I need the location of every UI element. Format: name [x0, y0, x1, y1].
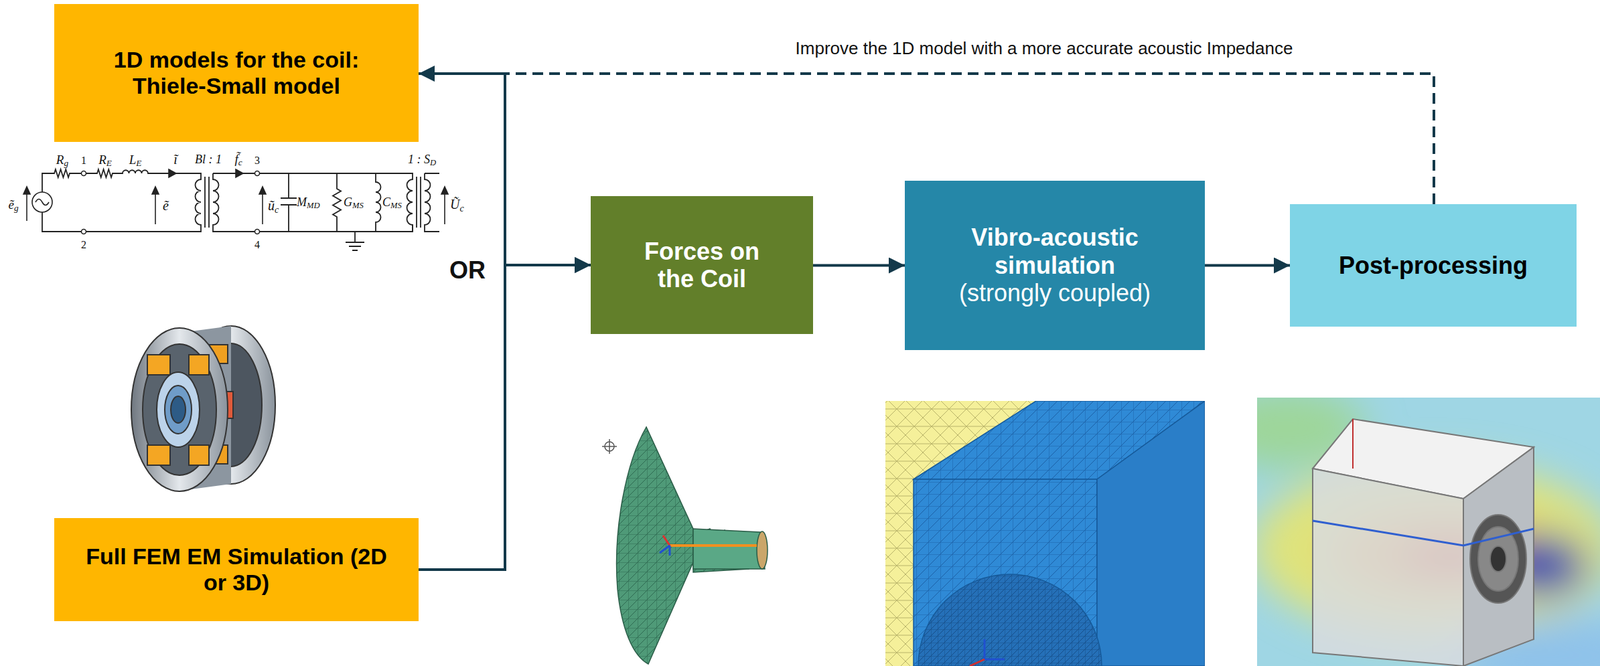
motor-illustration-part: [188, 354, 209, 376]
thiele-small-circuit: [42, 169, 440, 251]
acoustic-mesh-illustration-part: [1097, 401, 1205, 666]
circuit-arrows-part: [235, 169, 244, 178]
crosshair-symbol: [602, 439, 617, 455]
circuit-wire: [424, 173, 440, 232]
circuit-wire: [345, 231, 365, 251]
circuit-arrows-part: [81, 171, 87, 177]
circuit-label: Rg: [56, 153, 69, 168]
model-box: 1D models for the coil: Thiele-Small mod…: [54, 4, 419, 142]
flow-arrow: [1204, 264, 1290, 268]
circuit-arrows-part: [81, 229, 87, 235]
motor-illustration-part: [188, 445, 209, 466]
circuit-label: Bl : 1: [194, 153, 222, 167]
circuit-arrows-part: [23, 186, 31, 195]
circuit-label: LE: [129, 153, 142, 168]
box-subtitle: (strongly coupled): [959, 279, 1151, 307]
motor-illustration-part: [156, 372, 200, 448]
acoustic-field-result-part-part: [1490, 546, 1507, 572]
circuit-wire: [204, 176, 421, 228]
flow-arrow: [418, 73, 591, 266]
circuit-label: RE: [98, 153, 112, 168]
circuit-arrows-part: [32, 192, 53, 213]
circuit-label: Ũc: [450, 196, 465, 212]
circuit-arrows-part: [154, 190, 157, 225]
motor-illustration-part: [131, 328, 228, 492]
circuit-wire: [42, 169, 201, 232]
edge-label: Improve the 1D model with a more accurat…: [791, 37, 1298, 60]
circuit-label: 3: [254, 154, 260, 167]
box-title: Forces on the Coil: [624, 237, 779, 294]
circuit-label: ẽg: [8, 198, 19, 213]
circuit-arrows-part: [255, 229, 260, 235]
circuit-label: f̃c: [234, 152, 242, 167]
circuit-wire: [212, 173, 413, 232]
speaker-mesh-illustration-part: [693, 529, 765, 570]
box-title: Post-processing: [1338, 251, 1528, 280]
motor-illustration-part: [142, 344, 217, 476]
circuit-arrows-part: [444, 190, 446, 225]
or-label: OR: [449, 257, 486, 284]
speaker-mesh-illustration-part: [756, 531, 768, 570]
motor-illustration-part: [147, 445, 171, 466]
acoustic-mesh-illustration: [885, 401, 1205, 666]
speaker-mesh-illustration-part: [669, 545, 672, 556]
circuit-label: ẽ: [162, 198, 169, 213]
motor-illustration: [131, 326, 276, 492]
acoustic-field-result-part: [1257, 397, 1600, 666]
circuit-arrows-part: [35, 199, 49, 206]
process-box: Post-processing: [1289, 204, 1577, 327]
circuit-arrows-part: [441, 186, 449, 195]
motor-illustration-part: [170, 396, 186, 424]
circuit-label: 1 : SD: [407, 153, 436, 167]
acoustic-field-result-part-part: [1463, 447, 1534, 666]
circuit-label: MMD: [296, 196, 321, 210]
acoustic-field-result: [1257, 397, 1600, 666]
circuit-label: CMS: [382, 196, 402, 210]
circuit-arrows-part: [259, 186, 266, 195]
circuit-label: 2: [81, 239, 87, 252]
process-box: Forces on the Coil: [590, 196, 814, 335]
circuit-arrows-part: [168, 169, 177, 178]
motor-illustration-part: [147, 354, 171, 376]
circuit-arrows-part: [26, 190, 28, 222]
acoustic-mesh-illustration-part: [969, 659, 985, 666]
motor-illustration-part: [164, 385, 192, 434]
acoustic-mesh-illustration-part: [885, 401, 1205, 666]
circuit-label: 1: [81, 154, 87, 167]
circuit-label: GMS: [343, 196, 364, 210]
flow-arrow: [418, 265, 591, 570]
box-title: 1D models for the coil: Thiele-Small mod…: [92, 46, 381, 100]
circuit-label: ĩ: [173, 152, 178, 167]
acoustic-field-result-part-part: [1312, 468, 1464, 666]
circuit-arrows-part: [255, 171, 260, 177]
process-box: Vibro-acoustic simulation(strongly coupl…: [904, 180, 1205, 351]
box-title: Full FEM EM Simulation (2D or 3D): [79, 543, 394, 597]
crosshair-symbol-part: [602, 439, 617, 455]
acoustic-mesh-illustration-part: [918, 574, 1102, 666]
acoustic-field-result-part-part: [1470, 515, 1527, 604]
speaker-mesh-illustration-part: [663, 535, 670, 546]
circuit-arrows: [23, 169, 449, 235]
circuit-label: ũc: [267, 198, 279, 213]
acoustic-mesh-illustration-part: [984, 639, 1005, 660]
acoustic-field-result-part-part: [1312, 521, 1534, 546]
circuit-wire: [375, 173, 382, 232]
speaker-mesh-illustration-part: [659, 545, 670, 554]
acoustic-field-result-part: [1312, 419, 1534, 666]
circuit-arrows-part: [152, 186, 159, 195]
circuit-wire: [212, 173, 413, 232]
speaker-mesh-illustration: [616, 427, 768, 665]
circuit-arrows-part: [261, 190, 264, 225]
box-title: Vibro-acoustic simulation: [920, 223, 1189, 280]
model-box: Full FEM EM Simulation (2D or 3D): [54, 518, 419, 622]
acoustic-field-result-part-part: [1352, 419, 1354, 469]
circuit-wire: [332, 173, 341, 232]
circuit-wire: [280, 173, 297, 232]
flow-arrow: [813, 264, 905, 268]
speaker-mesh-illustration-part: [669, 544, 757, 548]
circuit-label: 4: [254, 239, 260, 252]
